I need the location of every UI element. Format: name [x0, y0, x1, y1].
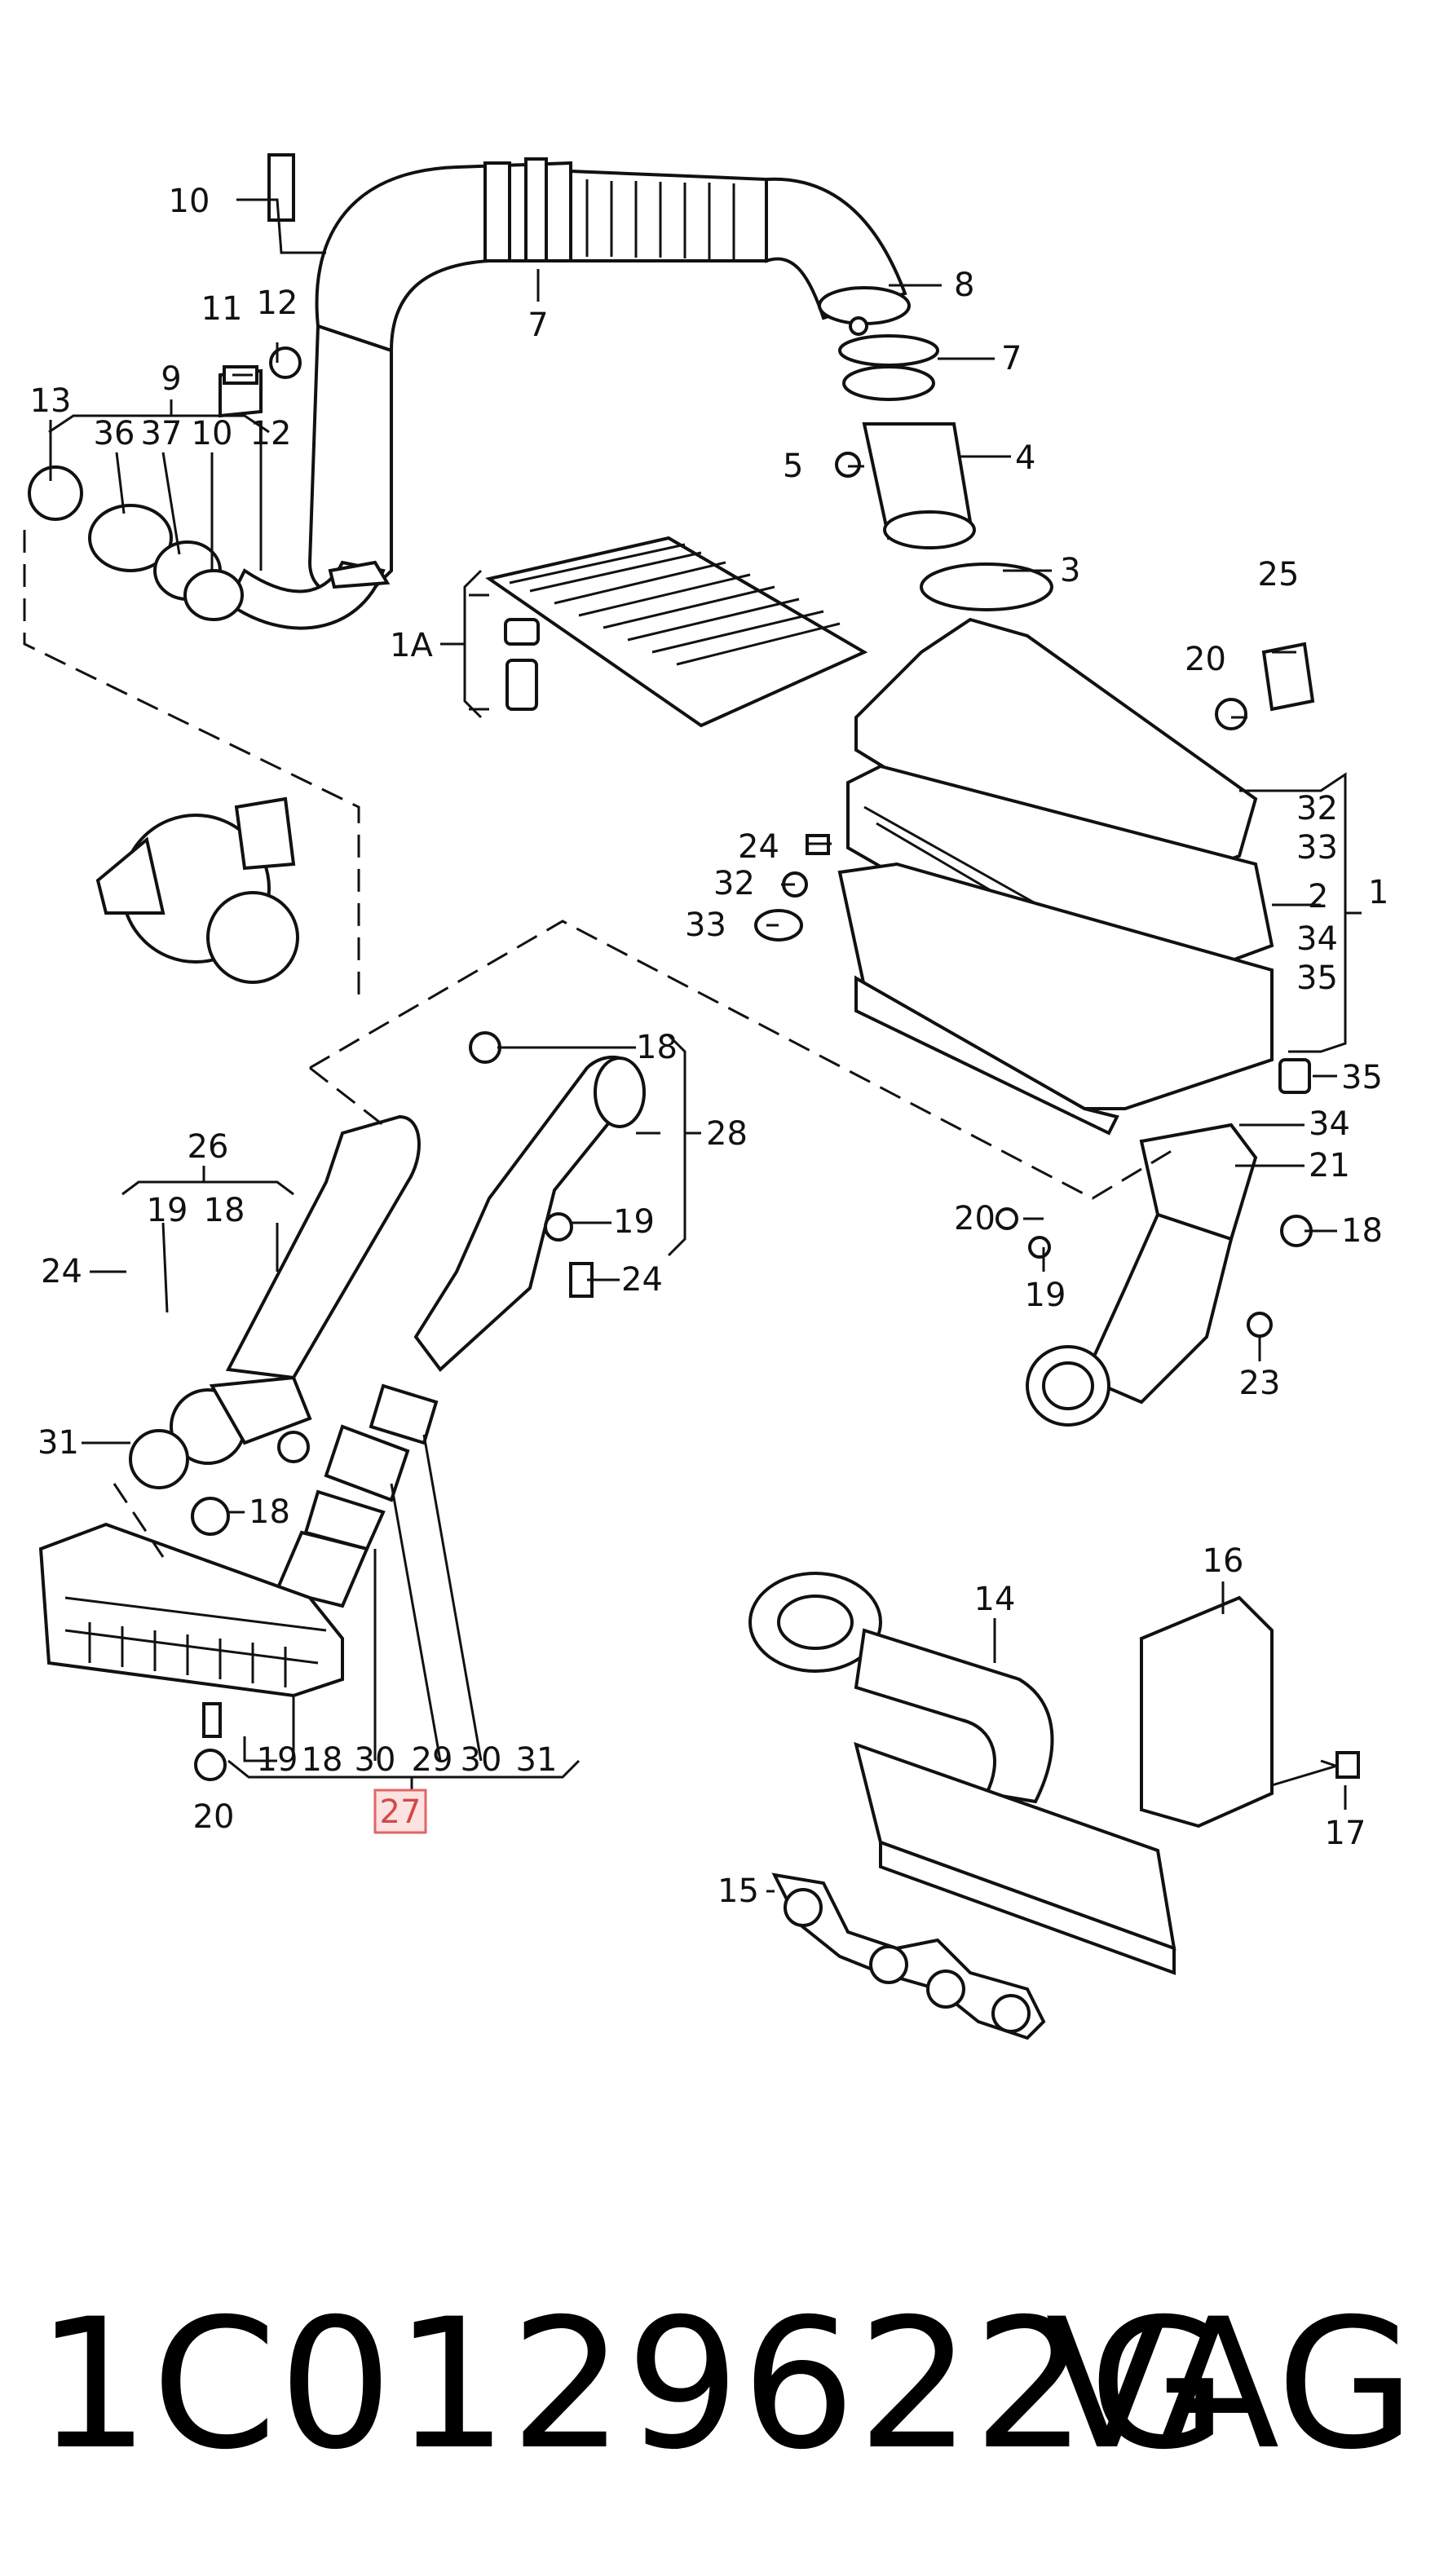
callout-2: 2 [1308, 878, 1328, 915]
callout-19: 19 [147, 1192, 188, 1229]
leader-lines [48, 198, 1362, 1893]
hose-clamps-and-connectors [28, 465, 391, 621]
callout-23: 23 [1239, 1365, 1281, 1402]
callout-1a: 1A [390, 627, 433, 664]
callout-31: 31 [516, 1741, 558, 1779]
callout-34: 34 [1296, 920, 1338, 958]
highlight-box [373, 1789, 427, 1834]
air-filter-element [485, 536, 868, 728]
callout-32: 32 [713, 865, 755, 902]
callout-12: 12 [250, 415, 292, 452]
callout-7: 7 [528, 307, 548, 344]
callout-8: 8 [954, 267, 974, 304]
callout-18: 18 [1341, 1212, 1383, 1250]
callout-30: 30 [461, 1741, 502, 1779]
callout-19: 19 [1025, 1277, 1066, 1314]
turbocharger-outline [95, 796, 299, 984]
callout-18: 18 [636, 1029, 678, 1066]
footer: 1C0129622G VAG [0, 2250, 1448, 2519]
part-number: 1C0129622G [36, 2280, 1229, 2489]
callout-35: 35 [1341, 1059, 1383, 1096]
callout-24: 24 [621, 1261, 663, 1299]
callout-14: 14 [974, 1581, 1016, 1618]
callout-labels: 10 7 8 7 11 12 13 9 36 37 10 12 5 4 3 1A… [30, 183, 1389, 1910]
callout-33: 33 [685, 906, 726, 944]
callout-31: 31 [38, 1424, 79, 1462]
dashed-reference-lines [23, 530, 1175, 1558]
callout-29: 29 [412, 1741, 453, 1779]
air-filter-housing [837, 617, 1315, 1136]
callout-7: 7 [1001, 340, 1022, 377]
callout-33: 33 [1296, 829, 1338, 867]
exploded-parts-diagram: 10 7 8 7 11 12 13 9 36 37 10 12 5 4 3 1A… [23, 153, 1389, 2040]
intake-manifold [748, 1572, 1360, 2040]
callout-18: 18 [302, 1741, 343, 1779]
callout-12: 12 [257, 285, 298, 322]
callout-28: 28 [706, 1115, 748, 1153]
callout-24: 24 [738, 828, 779, 866]
callout-3: 3 [1060, 552, 1080, 589]
lower-air-box [38, 1431, 344, 1781]
callout-20: 20 [193, 1798, 235, 1836]
callout-36: 36 [94, 415, 135, 452]
brand-name: VAG [1045, 2280, 1415, 2489]
callout-19: 19 [257, 1741, 298, 1779]
lower-air-ducts [170, 1031, 646, 1465]
callout-20: 20 [1185, 641, 1226, 678]
callout-19: 19 [613, 1203, 655, 1241]
callout-32: 32 [1296, 790, 1338, 827]
callout-34: 34 [1309, 1105, 1350, 1143]
callout-27-highlighted: 27 [380, 1793, 422, 1831]
callout-16: 16 [1203, 1542, 1244, 1580]
connecting-pipes [129, 1383, 439, 1608]
callout-25: 25 [1258, 556, 1300, 593]
callout-30: 30 [355, 1741, 396, 1779]
callout-24: 24 [41, 1253, 82, 1290]
callout-5: 5 [783, 448, 803, 485]
callout-13: 13 [30, 382, 72, 420]
callout-35: 35 [1296, 959, 1338, 997]
callout-9: 9 [161, 360, 181, 398]
callout-4: 4 [1015, 439, 1035, 477]
callout-15: 15 [717, 1872, 759, 1910]
callout-11: 11 [201, 290, 243, 328]
air-intake-duct [1026, 1123, 1258, 1427]
callout-1: 1 [1368, 874, 1388, 911]
callout-26: 26 [188, 1128, 229, 1166]
callout-21: 21 [1309, 1147, 1350, 1184]
callout-18: 18 [249, 1493, 290, 1531]
callout-18: 18 [204, 1192, 245, 1229]
charge-air-hose-upper [219, 153, 1053, 630]
callout-10: 10 [192, 415, 233, 452]
callout-20: 20 [954, 1200, 996, 1237]
callout-10: 10 [169, 183, 210, 220]
callout-17: 17 [1325, 1815, 1366, 1852]
callout-37: 37 [141, 415, 183, 452]
